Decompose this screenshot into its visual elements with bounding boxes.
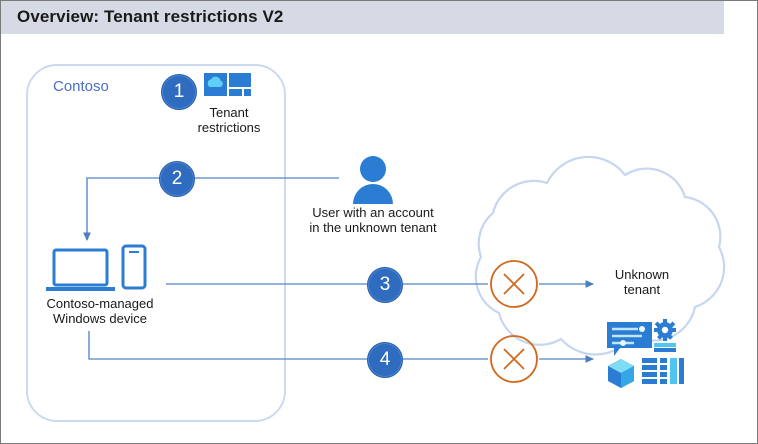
gear-icon [654, 319, 676, 352]
laptop-and-phone-icon [46, 244, 147, 291]
step-3-badge: 3 [367, 267, 403, 303]
user-label: User with an account in the unknown tena… [309, 205, 437, 235]
step-4-badge: 4 [367, 342, 403, 378]
grid-table-icon [642, 358, 684, 384]
tenant-restrictions-icon [204, 73, 251, 96]
block-x-icon-3 [490, 260, 538, 308]
tenant-restrictions-label: Tenant restrictions [197, 105, 261, 135]
unknown-tenant-label: Unknown tenant [614, 267, 670, 297]
step-1-badge: 1 [161, 74, 197, 110]
chat-settings-bubble-icon [607, 322, 652, 356]
connector-step-2 [83, 177, 339, 241]
cloud-shape [474, 155, 726, 356]
title-bar [1, 1, 724, 34]
connector-step-4 [88, 331, 594, 363]
contoso-boundary-box [26, 64, 286, 422]
block-x-icon-4 [490, 335, 538, 383]
cloud-apps-icon [607, 319, 684, 388]
contoso-label: Contoso [53, 78, 109, 95]
page-title: Overview: Tenant restrictions V2 [17, 7, 284, 26]
device-label: Contoso-managed Windows device [46, 296, 154, 326]
step-2-badge: 2 [159, 161, 195, 197]
cube-icon [608, 359, 634, 388]
user-person-icon [353, 156, 393, 204]
